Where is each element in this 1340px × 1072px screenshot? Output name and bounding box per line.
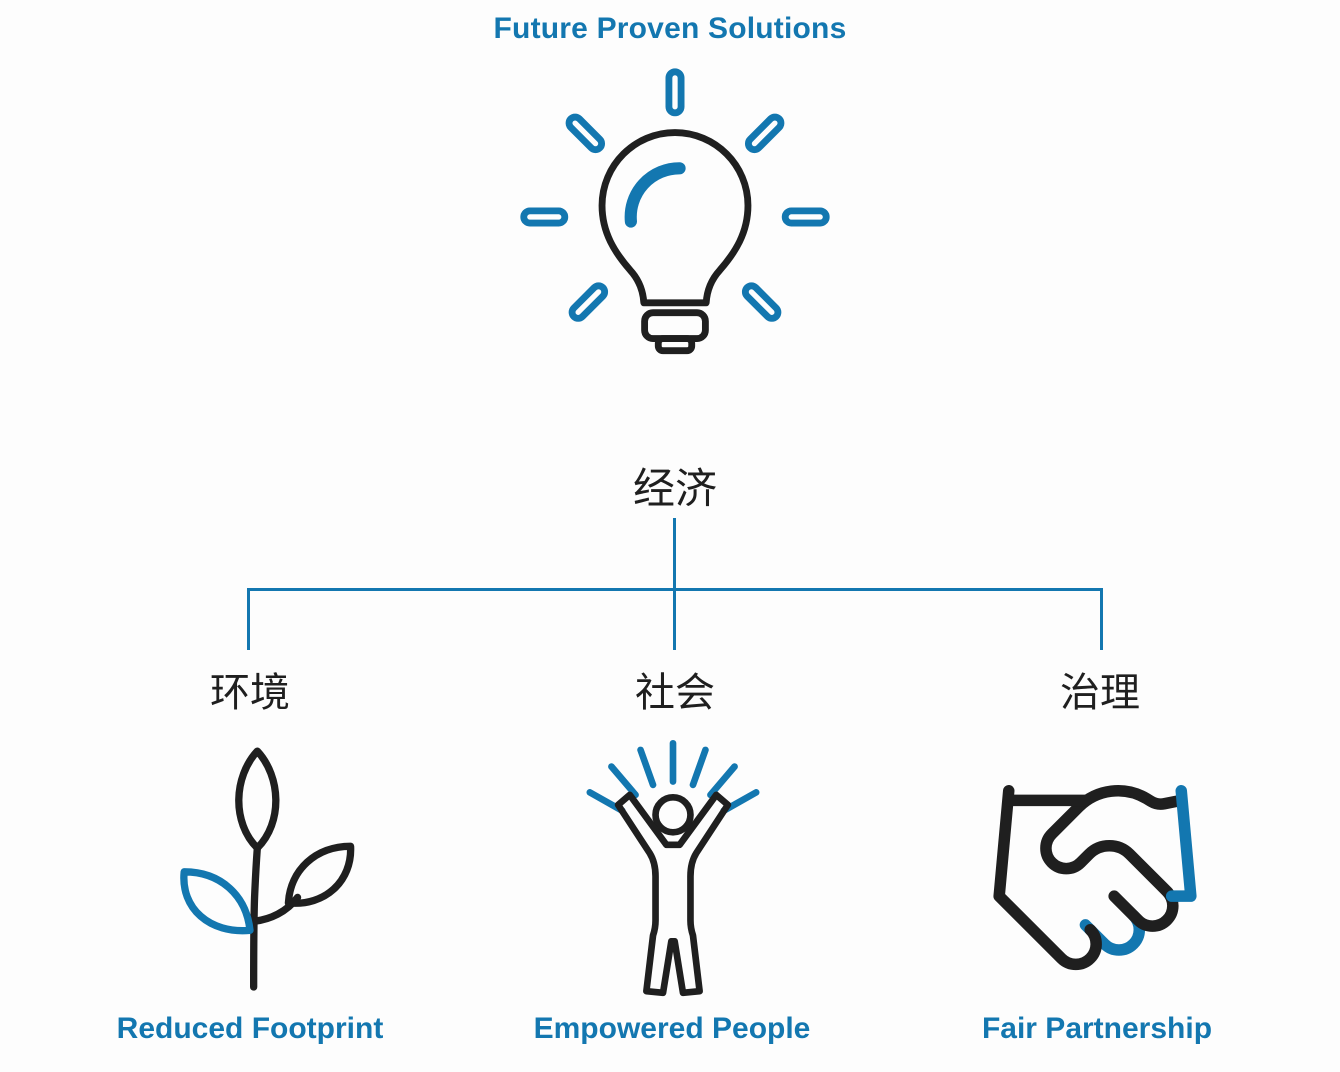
page-title: Future Proven Solutions [493, 12, 847, 45]
caption-fair-partnership: Fair Partnership [981, 1012, 1213, 1045]
branch-label-environment: 环境 [210, 670, 290, 715]
caption-reduced-footprint: Reduced Footprint [116, 1012, 384, 1045]
empowered-person-icon [548, 715, 798, 1002]
handshake-icon [980, 762, 1210, 992]
connector-social-drop [673, 588, 676, 650]
lightbulb-rays [520, 68, 830, 322]
connector-environment-drop [247, 588, 250, 650]
connector-root-stem [673, 518, 676, 590]
connector-governance-drop [1100, 588, 1103, 650]
branch-label-social: 社会 [635, 670, 715, 715]
sprout-icon [140, 742, 360, 998]
caption-empowered-people: Empowered People [533, 1012, 811, 1045]
root-label-economy: 经济 [632, 467, 717, 513]
branch-label-governance: 治理 [1060, 670, 1140, 715]
lightbulb-icon [500, 68, 850, 448]
